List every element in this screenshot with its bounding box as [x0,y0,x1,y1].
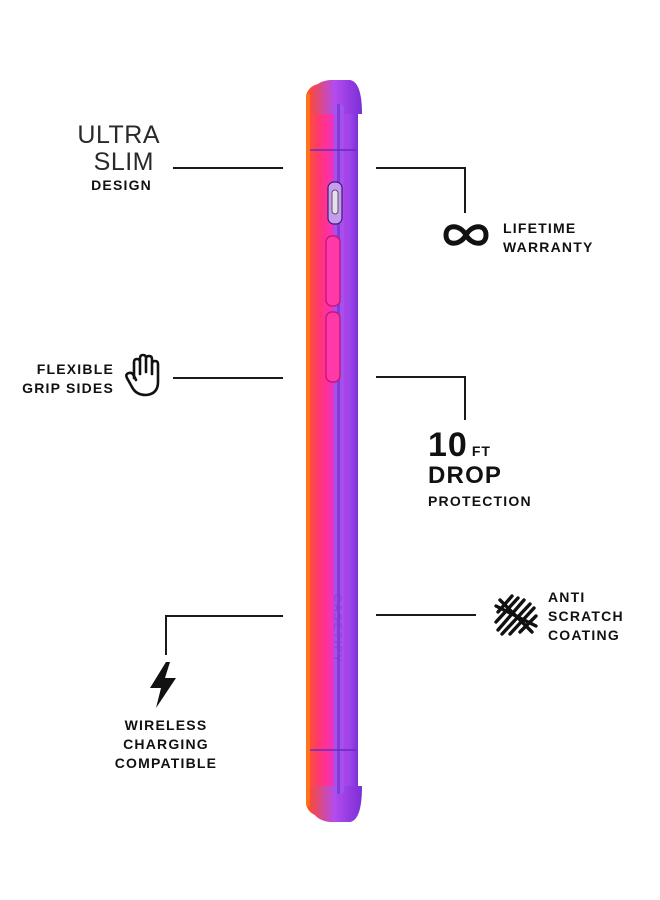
scratch-icon [492,592,540,638]
design-text: DESIGN [91,177,152,193]
connector-wireless-v [165,615,167,655]
infinity-icon [440,220,492,250]
feature-ultra-slim: ULTRA SLIM DESIGN [60,122,160,195]
protection-text: PROTECTION [428,493,532,509]
connector-lifetime-warranty-h [376,167,466,169]
connector-anti-scratch [376,614,476,616]
hand-icon [124,352,162,398]
lifetime-text: LIFETIME [503,220,577,236]
feature-wireless-charging: WIRELESS CHARGING COMPATIBLE [96,716,236,773]
lightning-icon [146,660,180,710]
connector-ultra-slim [173,167,283,169]
phone-case-side-view: CASETIFY [290,74,370,826]
grip-sides-text: GRIP SIDES [22,380,114,396]
feature-anti-scratch: ANTI SCRATCH COATING [548,588,624,645]
drop-unit: FT [471,443,491,459]
compatible-text: COMPATIBLE [114,755,218,771]
wireless-text: WIRELESS [124,717,208,733]
anti-text: ANTI [548,589,586,605]
connector-drop-v [464,376,466,420]
slim-text: SLIM [93,148,154,176]
feature-flexible-grip: FLEXIBLE GRIP SIDES [10,360,114,398]
drop-text: DROP [428,462,503,489]
connector-drop-h [376,376,466,378]
warranty-text: WARRANTY [503,239,594,255]
feature-lifetime-warranty: LIFETIME WARRANTY [503,219,593,257]
drop-number: 10 [428,426,468,464]
feature-drop-protection: 10 FT DROP PROTECTION [428,428,532,511]
ultra-text: ULTRA [77,121,160,149]
flexible-text: FLEXIBLE [36,361,114,377]
brand-text: CASETIFY [331,594,343,664]
connector-flexible-grip [173,377,283,379]
connector-wireless-h [165,615,283,617]
scratch-text: SCRATCH [548,608,624,624]
coating-text: COATING [548,627,620,643]
charging-text: CHARGING [123,736,209,752]
phone-case-illustration: CASETIFY [306,80,362,822]
connector-lifetime-warranty-v [464,167,466,213]
